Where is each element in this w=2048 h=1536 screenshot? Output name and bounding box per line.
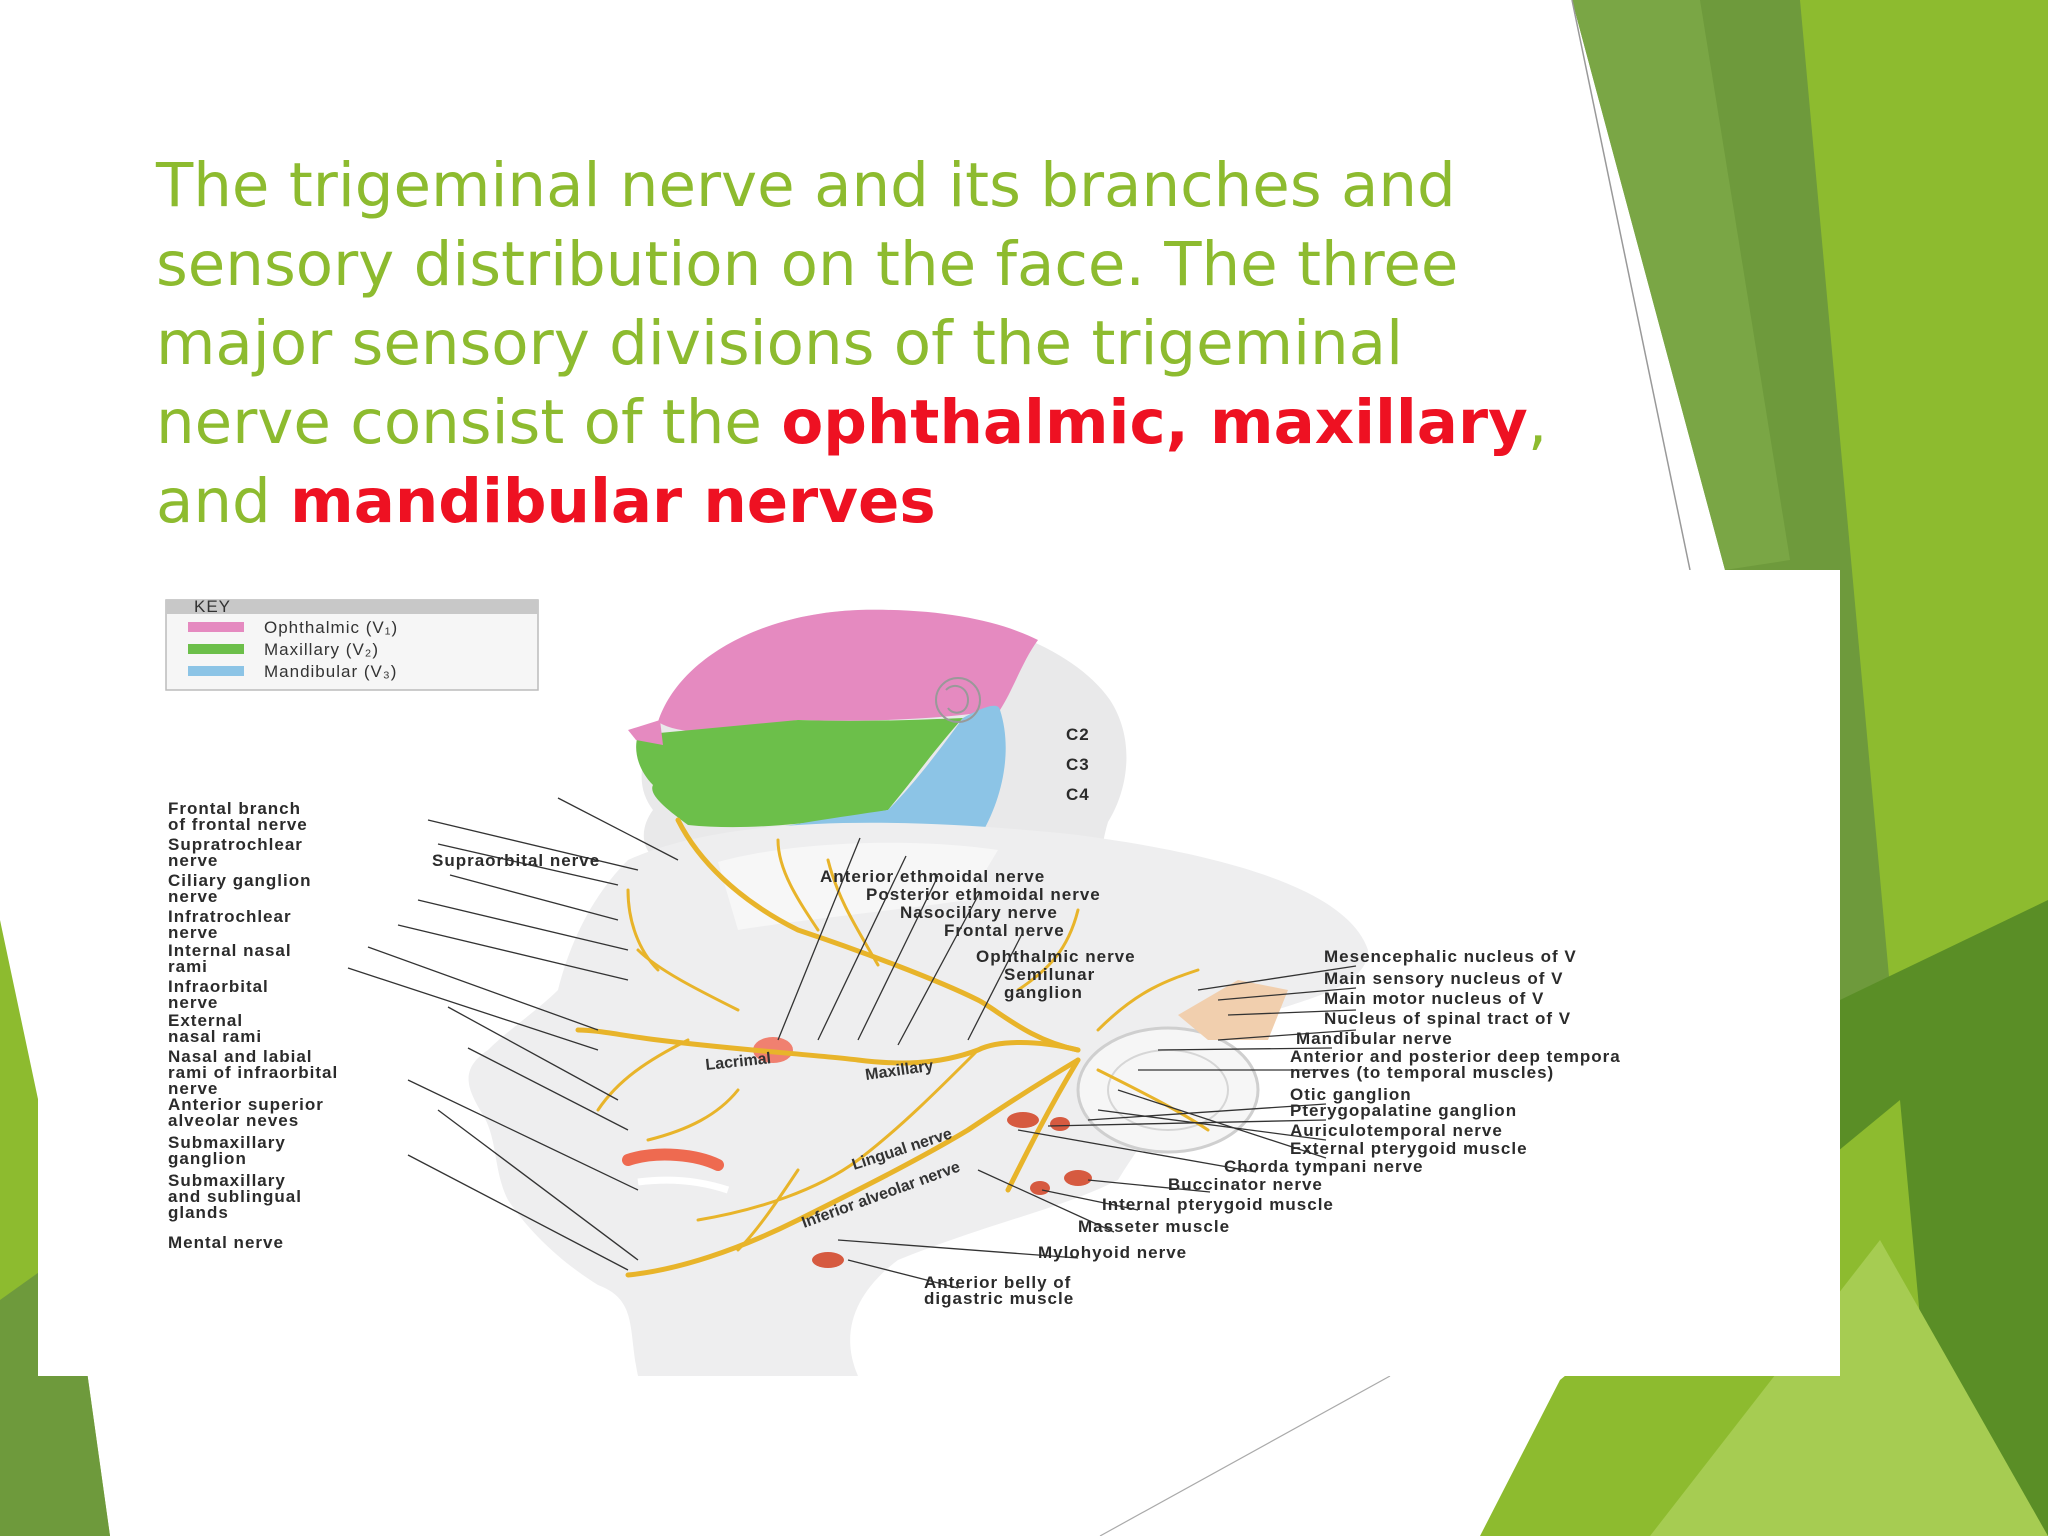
label-mylohyoid-nerve: Mylohyoid nerve: [1038, 1243, 1187, 1262]
label-external-nasal-1: External: [168, 1011, 243, 1030]
label-anterior-ethmoidal: Anterior ethmoidal nerve: [820, 867, 1045, 886]
title-highlight-mandibular: mandibular nerves: [290, 466, 936, 537]
label-nasal-labial-3: nerve: [168, 1079, 218, 1098]
label-internal-pterygoid: Internal pterygoid muscle: [1102, 1195, 1334, 1214]
label-main-motor-nucleus: Main motor nucleus of V: [1324, 989, 1544, 1008]
label-ophthalmic-nerve: Ophthalmic nerve: [976, 947, 1136, 966]
trigeminal-nerve-figure: KEY Ophthalmic (V₁) Maxillary (V₂) Mandi…: [38, 570, 1840, 1376]
label-anterior-superior-1: Anterior superior: [168, 1095, 324, 1114]
label-frontal-branch-1: Frontal branch: [168, 799, 301, 818]
label-nasal-labial-1: Nasal and labial: [168, 1047, 313, 1066]
label-chorda-tympani: Chorda tympani nerve: [1224, 1157, 1424, 1176]
key-swatch-maxillary: [188, 644, 244, 654]
dermatome-label-c4: C4: [1066, 785, 1090, 804]
label-infratrochlear-2: nerve: [168, 923, 218, 942]
head-nerve-illustration: Lacrimal Maxillary Lingual nerve Inferio…: [468, 817, 1369, 1376]
key-swatch-ophthalmic: [188, 622, 244, 632]
label-external-nasal-2: nasal rami: [168, 1027, 262, 1046]
label-buccinator-nerve: Buccinator nerve: [1168, 1175, 1323, 1194]
label-ganglion: ganglion: [1004, 983, 1083, 1002]
label-mesencephalic-nucleus: Mesencephalic nucleus of V: [1324, 947, 1577, 966]
label-infraorbital-2: nerve: [168, 993, 218, 1012]
label-masseter-muscle: Masseter muscle: [1078, 1217, 1230, 1236]
figure-key: KEY Ophthalmic (V₁) Maxillary (V₂) Mandi…: [165, 597, 539, 691]
key-label-mandibular: Mandibular (V₃): [264, 662, 397, 681]
inner-label-lacrimal: Lacrimal: [705, 1050, 772, 1074]
dermatome-label-c2: C2: [1066, 725, 1090, 744]
label-supratrochlear-1: Supratrochlear: [168, 835, 303, 854]
trigeminal-diagram: KEY Ophthalmic (V₁) Maxillary (V₂) Mandi…: [165, 597, 1621, 1376]
label-auriculotemporal-nerve: Auriculotemporal nerve: [1290, 1121, 1503, 1140]
label-infraorbital-1: Infraorbital: [168, 977, 269, 996]
right-labels: Mesencephalic nucleus of V Main sensory …: [924, 947, 1621, 1308]
label-ciliary-ganglion-2: nerve: [168, 887, 218, 906]
label-submaxillary-glands-1: Submaxillary: [168, 1171, 286, 1190]
label-deep-temporal-2: nerves (to temporal muscles): [1290, 1063, 1554, 1082]
label-nasal-labial-2: rami of infraorbital: [168, 1063, 338, 1082]
label-external-pterygoid: External pterygoid muscle: [1290, 1139, 1528, 1158]
label-spinal-tract-nucleus: Nucleus of spinal tract of V: [1324, 1009, 1571, 1028]
label-anterior-belly-1: Anterior belly of: [924, 1273, 1071, 1292]
key-label-ophthalmic: Ophthalmic (V₁): [264, 618, 398, 637]
label-ciliary-ganglion-1: Ciliary ganglion: [168, 871, 312, 890]
top-labels: Supraorbital nerve Anterior ethmoidal ne…: [432, 851, 1136, 1002]
key-swatch-mandibular: [188, 666, 244, 676]
label-frontal-branch-2: of frontal nerve: [168, 815, 308, 834]
title-highlight-divisions: ophthalmic, maxillary: [781, 387, 1528, 458]
label-posterior-ethmoidal: Posterior ethmoidal nerve: [866, 885, 1101, 904]
label-submaxillary-ganglion-2: ganglion: [168, 1149, 247, 1168]
key-title: KEY: [194, 597, 231, 616]
label-otic-ganglion: Otic ganglion: [1290, 1085, 1412, 1104]
label-anterior-belly-2: digastric muscle: [924, 1289, 1074, 1308]
label-main-sensory-nucleus: Main sensory nucleus of V: [1324, 969, 1563, 988]
label-deep-temporal-1: Anterior and posterior deep tempora: [1290, 1047, 1621, 1066]
label-frontal-nerve: Frontal nerve: [944, 921, 1065, 940]
label-infratrochlear-1: Infratrochlear: [168, 907, 292, 926]
label-submaxillary-ganglion-1: Submaxillary: [168, 1133, 286, 1152]
label-semilunar: Semilunar: [1004, 965, 1095, 984]
label-leader-lines: [347, 797, 1357, 1289]
slide-title: The trigeminal nerve and its branches an…: [156, 146, 1576, 541]
label-nasociliary-nerve: Nasociliary nerve: [900, 903, 1058, 922]
label-supraorbital-nerve: Supraorbital nerve: [432, 851, 600, 870]
label-supratrochlear-2: nerve: [168, 851, 218, 870]
label-mental-nerve: Mental nerve: [168, 1233, 284, 1252]
key-label-maxillary: Maxillary (V₂): [264, 640, 379, 659]
label-submaxillary-glands-2: and sublingual: [168, 1187, 302, 1206]
dermatome-label-c3: C3: [1066, 755, 1090, 774]
label-anterior-superior-2: alveolar neves: [168, 1111, 299, 1130]
title-text-and: , and: [156, 387, 1548, 537]
label-mandibular-nerve: Mandibular nerve: [1296, 1029, 1453, 1048]
label-pterygopalatine-ganglion: Pterygopalatine ganglion: [1290, 1101, 1517, 1120]
left-labels: Frontal branch of frontal nerve Supratro…: [168, 799, 338, 1252]
title-text: The trigeminal nerve and its branches an…: [156, 150, 1459, 458]
label-submaxillary-glands-3: glands: [168, 1203, 229, 1222]
label-internal-nasal-2: rami: [168, 957, 208, 976]
label-internal-nasal-1: Internal nasal: [168, 941, 292, 960]
